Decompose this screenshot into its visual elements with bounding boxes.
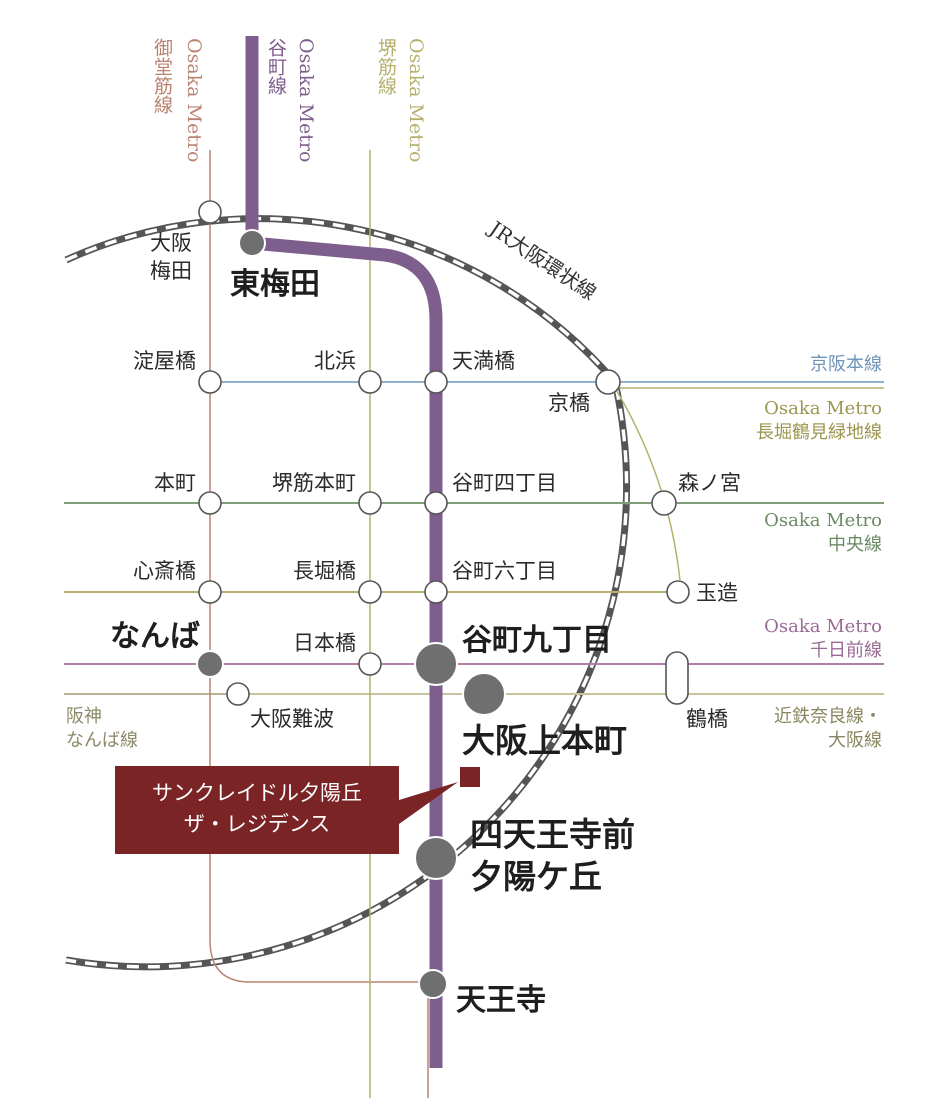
tanimachi-9-label: 谷町九丁目 (462, 623, 612, 658)
property-name: サンクレイドル夕陽丘 (152, 781, 362, 805)
svg-text:Osaka Metro: Osaka Metro (183, 38, 205, 162)
osaka-uehommachi-dot (462, 672, 506, 716)
right-line-labels: 京阪本線 Osaka Metro 長堀鶴見緑地線 Osaka Metro 中央線… (756, 354, 882, 751)
svg-text:Osaka Metro: Osaka Metro (405, 38, 427, 162)
svg-text:阪神: 阪神 (66, 706, 102, 727)
osaka-uehommachi-label: 大阪上本町 (462, 721, 627, 760)
svg-text:なんば線: なんば線 (66, 730, 138, 751)
nipponbashi-dot (358, 652, 382, 676)
chuo-label-1: Osaka Metro (764, 510, 882, 531)
callout-pointer (399, 782, 458, 824)
svg-text:堺筋線: 堺筋線 (375, 38, 397, 95)
shinsaibashi-dot (198, 580, 222, 604)
tanimachi-label: Osaka Metro 谷町線 (265, 38, 317, 163)
higashi-umeda-dot (238, 229, 266, 257)
morinomiya-dot (651, 490, 677, 516)
loop-line-label: JR大阪環状線 (484, 215, 601, 305)
svg-text:Osaka Metro: Osaka Metro (295, 38, 317, 162)
kintetsu-label-2: 大阪線 (828, 730, 882, 751)
tanimachi-6-dot (424, 580, 448, 604)
svg-text:御堂筋線: 御堂筋線 (151, 38, 173, 114)
shinsaibashi-label: 心斎橋 (133, 559, 196, 583)
tanimachi-9-dot (414, 642, 458, 686)
midosuji-line (209, 150, 433, 983)
tenmabashi-dot (424, 370, 448, 394)
osaka-umeda-dot (198, 200, 222, 224)
tennoji-label: 天王寺 (456, 983, 546, 1018)
jr-osaka-loop-line (64, 215, 631, 971)
svg-text:谷町線: 谷町線 (265, 38, 287, 95)
small-stations (198, 200, 690, 706)
osaka-umeda-label-2: 梅田 (150, 259, 192, 283)
kintetsu-label-1: 近鉄奈良線・ (774, 706, 882, 727)
chuo-label-2: 中央線 (828, 534, 882, 555)
osaka-namba-dot (226, 682, 250, 706)
osaka-namba-label: 大阪難波 (250, 707, 334, 731)
property-callout: サンクレイドル夕陽丘 ザ・レジデンス (115, 766, 399, 854)
tsuruhashi-dot (665, 651, 689, 705)
nagahori-label-1: Osaka Metro (764, 398, 882, 419)
kitahama-label: 北浜 (314, 349, 356, 373)
sakaisuji-honmachi-dot (358, 491, 382, 515)
tsuruhashi-label: 鶴橋 (686, 707, 728, 731)
property-subtitle: ザ・レジデンス (183, 812, 331, 836)
kitahama-dot (358, 370, 382, 394)
tennoji-dot (418, 969, 448, 999)
morinomiya-label: 森ノ宮 (678, 471, 741, 495)
nagahoribashi-dot (358, 580, 382, 604)
tanimachi-4-dot (424, 491, 448, 515)
sakaisuji-label: Osaka Metro 堺筋線 (375, 38, 427, 163)
honmachi-dot (198, 491, 222, 515)
nagahori-line-curve (614, 387, 681, 581)
hanshin-label: 阪神 なんば線 (66, 706, 138, 751)
sennichimae-label-2: 千日前線 (810, 640, 882, 661)
osaka-umeda-label-1: 大阪 (150, 231, 192, 255)
yodoyabashi-label: 淀屋橋 (133, 349, 196, 373)
honmachi-label: 本町 (154, 471, 196, 495)
tenmabashi-label: 天満橋 (452, 349, 515, 373)
nagahoribashi-label: 長堀橋 (293, 559, 356, 583)
property-marker (460, 767, 480, 787)
shitennoji-label-1: 四天王寺前 (470, 815, 635, 854)
namba-label: なんば (110, 619, 200, 654)
sennichimae-label-1: Osaka Metro (764, 616, 882, 637)
higashi-umeda-label: 東梅田 (230, 267, 320, 302)
shitennoji-label-2: 夕陽ケ丘 (470, 857, 602, 896)
shitennoji-dot (414, 836, 458, 880)
nagahori-label-2: 長堀鶴見緑地線 (756, 422, 882, 443)
midosuji-label: Osaka Metro 御堂筋線 (151, 38, 205, 163)
kyobashi-dot (595, 369, 621, 395)
station-labels: 大阪 梅田 淀屋橋 北浜 天満橋 京橋 本町 堺筋本町 谷町四丁目 森ノ宮 心斎… (133, 231, 741, 731)
kyobashi-label: 京橋 (548, 391, 590, 415)
nipponbashi-label: 日本橋 (293, 631, 356, 655)
tanimachi-line (245, 36, 443, 1068)
keihan-label: 京阪本線 (810, 354, 882, 375)
yodoyabashi-dot (198, 370, 222, 394)
tanimachi-6-label: 谷町六丁目 (452, 559, 557, 583)
tanimachi-4-label: 谷町四丁目 (452, 471, 557, 495)
major-stations (196, 229, 506, 999)
major-station-labels: 東梅田 なんば 谷町九丁目 大阪上本町 四天王寺前 夕陽ケ丘 天王寺 (110, 267, 635, 1018)
namba-dot (196, 650, 224, 678)
tamatsukuri-label: 玉造 (696, 581, 738, 605)
sakaisuji-honmachi-label: 堺筋本町 (272, 471, 356, 495)
tamatsukuri-dot (666, 580, 690, 604)
